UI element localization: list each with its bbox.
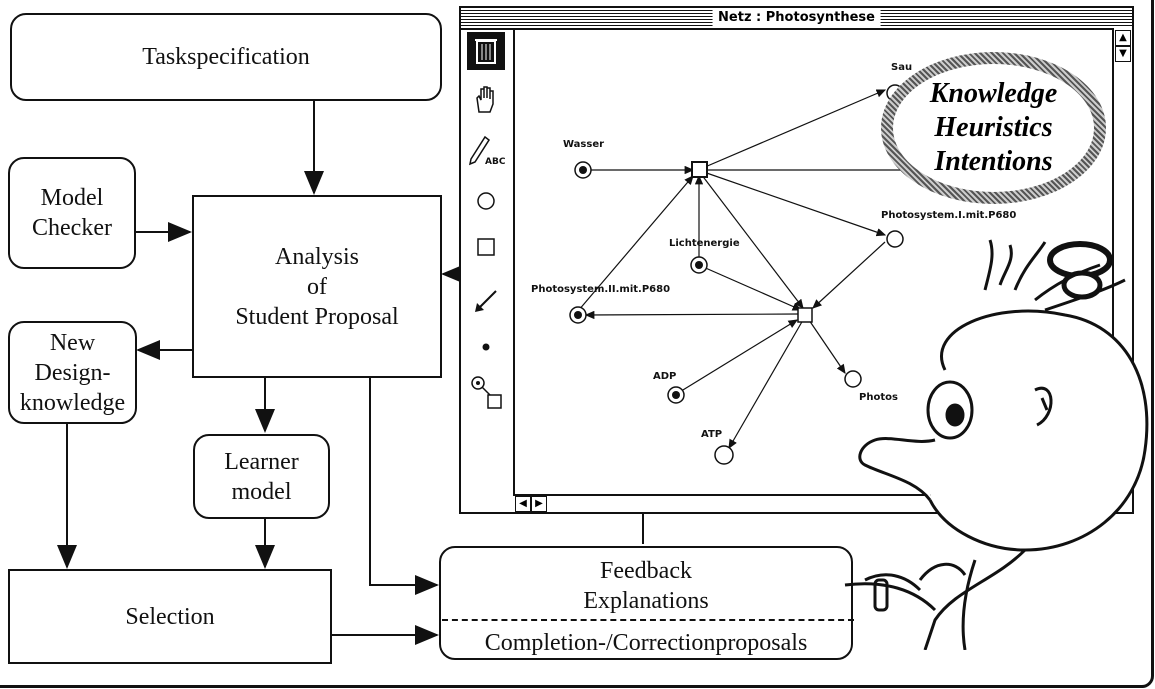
selection-box: Selection bbox=[8, 569, 332, 664]
learner-model-box: Learner model bbox=[193, 434, 330, 519]
link-tool-icon[interactable] bbox=[467, 374, 505, 412]
scroll-up-icon[interactable]: ▲ bbox=[1115, 30, 1131, 46]
taskspecification-box: Taskspecification bbox=[10, 13, 442, 101]
node-transition-middle[interactable] bbox=[797, 307, 813, 323]
thought-bubble: Knowledge Heuristics Intentions bbox=[881, 52, 1106, 204]
label-photos: Photos bbox=[859, 392, 898, 403]
circle-tool-icon[interactable] bbox=[467, 182, 505, 220]
feedback-line3: Completion-/Correctionproposals bbox=[484, 630, 808, 656]
model-checker-box: Model Checker bbox=[8, 157, 136, 269]
feedback-line2: Explanations bbox=[583, 588, 709, 614]
selection-label: Selection bbox=[125, 603, 215, 630]
horizontal-scrollbar[interactable]: ◀ ▶ bbox=[513, 494, 1114, 512]
arrow-analysis-to-feedback bbox=[369, 378, 439, 595]
feedback-line1: Feedback bbox=[600, 558, 692, 584]
taskspecification-label: Taskspecification bbox=[142, 44, 310, 70]
bubble-line3: Intentions bbox=[934, 146, 1053, 177]
new-design-knowledge-box: New Design- knowledge bbox=[8, 321, 137, 424]
label-sau: Sau bbox=[891, 62, 913, 73]
dot-tool-icon[interactable] bbox=[467, 328, 505, 366]
analysis-box: Analysis of Student Proposal bbox=[192, 195, 442, 378]
scroll-right-icon[interactable]: ▶ bbox=[531, 496, 547, 512]
node-photosystem-i[interactable] bbox=[886, 230, 904, 248]
network-canvas[interactable] bbox=[513, 28, 1113, 498]
scroll-left-icon[interactable]: ◀ bbox=[515, 496, 531, 512]
window-title: Netz : Photosynthese bbox=[712, 9, 881, 26]
node-transition-top[interactable] bbox=[691, 161, 708, 178]
square-tool-icon[interactable] bbox=[467, 228, 505, 266]
scroll-down-icon[interactable]: ▼ bbox=[1115, 46, 1131, 62]
learner-line2: model bbox=[231, 478, 292, 505]
model-checker-line1: Model bbox=[40, 185, 104, 211]
label-lichtenergie: Lichtenergie bbox=[669, 238, 740, 249]
label-atp: ATP bbox=[701, 429, 723, 440]
label-adp: ADP bbox=[653, 371, 677, 382]
analysis-line3: Student Proposal bbox=[235, 303, 399, 330]
bubble-line2: Heuristics bbox=[934, 112, 1053, 143]
pencil-abc-icon[interactable]: ABC bbox=[467, 130, 505, 168]
analysis-line1: Analysis bbox=[275, 243, 359, 270]
node-wasser[interactable] bbox=[574, 161, 592, 179]
label-photosystem-i: Photosystem.I.mit.P680 bbox=[881, 210, 1017, 221]
bubble-line1: Knowledge bbox=[929, 78, 1058, 109]
window-titlebar[interactable]: Netz : Photosynthese bbox=[461, 8, 1132, 30]
learner-line1: Learner bbox=[224, 448, 299, 475]
new-design-line1: New bbox=[49, 329, 96, 356]
new-design-line3: knowledge bbox=[19, 389, 126, 416]
node-atp[interactable] bbox=[714, 445, 734, 465]
analysis-line2: of bbox=[307, 273, 327, 300]
model-checker-line2: Checker bbox=[32, 215, 112, 241]
thought-bubble-inner: Knowledge Heuristics Intentions bbox=[893, 64, 1094, 192]
tool-palette: ABC bbox=[461, 28, 515, 496]
trash-icon[interactable] bbox=[467, 32, 505, 70]
arrow-tool-icon[interactable] bbox=[467, 282, 505, 320]
hand-icon[interactable] bbox=[467, 80, 505, 118]
label-wasser: Wasser bbox=[563, 139, 605, 150]
node-lichtenergie[interactable] bbox=[690, 256, 708, 274]
node-adp[interactable] bbox=[667, 386, 685, 404]
pencil-abc-label: ABC bbox=[485, 157, 505, 167]
feedback-box: Feedback Explanations Completion-/Correc… bbox=[439, 546, 853, 660]
node-photos[interactable] bbox=[844, 370, 862, 388]
new-design-line2: Design- bbox=[34, 359, 111, 386]
learner-cartoon-illustration bbox=[844, 239, 1149, 650]
feedback-divider bbox=[442, 619, 854, 621]
label-photosystem-ii: Photosystem.II.mit.P680 bbox=[531, 284, 671, 295]
node-photosystem-ii[interactable] bbox=[569, 306, 587, 324]
